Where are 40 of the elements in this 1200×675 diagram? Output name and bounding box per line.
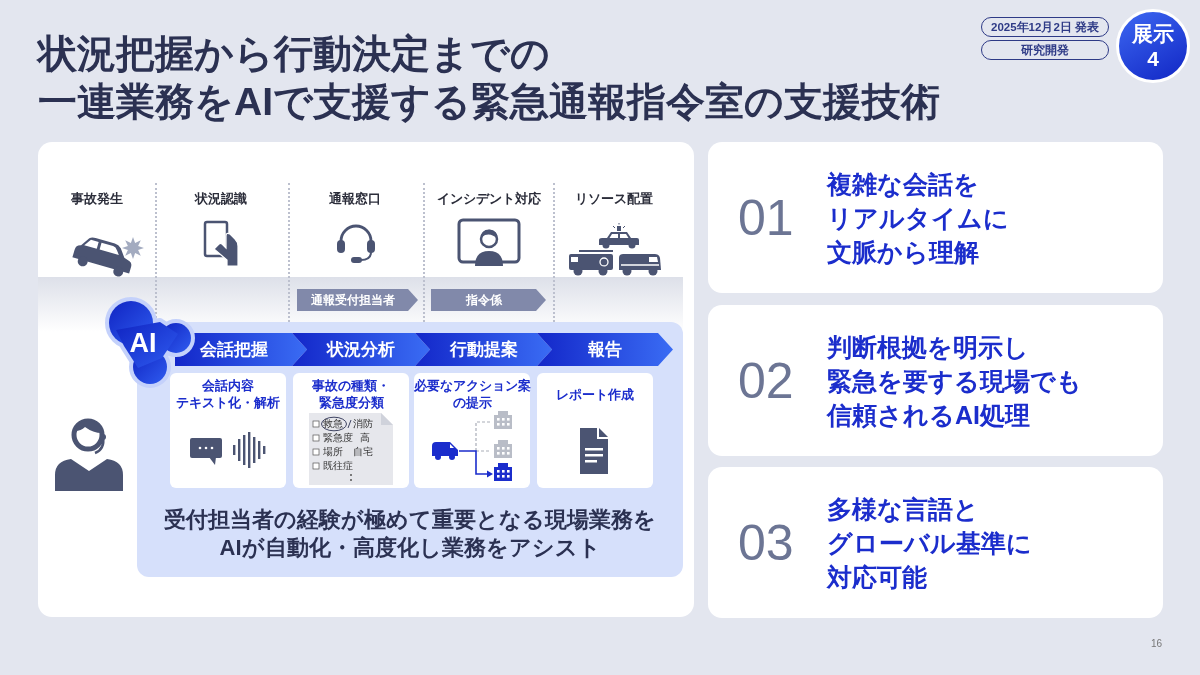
- function-card: [414, 373, 530, 488]
- card-title: 会話内容テキスト化・解析: [176, 378, 280, 412]
- column-heading: インシデント対応: [437, 191, 541, 207]
- number: 01: [738, 188, 794, 247]
- card-title: 必要なアクション案の提示: [413, 378, 531, 412]
- function-card: [537, 373, 653, 488]
- form-text: 場所: [323, 446, 343, 458]
- process-step: 状況分析: [292, 333, 430, 366]
- function-card: [293, 373, 409, 488]
- page-number: 16: [1151, 638, 1163, 650]
- column-heading: 通報窓口: [329, 191, 381, 207]
- feature-card: [708, 467, 1163, 618]
- role-tag: 通報受付担当者: [297, 289, 418, 311]
- column-heading: リソース配置: [575, 191, 653, 207]
- number: 02: [738, 351, 794, 410]
- role-tag: 指令係: [431, 289, 546, 311]
- form-text: 既往症: [323, 460, 353, 472]
- process-step: 行動提案: [415, 333, 552, 366]
- badge-number: 4: [1147, 46, 1159, 71]
- title: 状況把握から行動決定までの一連業務をAIで支援する緊急通報指令室の支援技術: [38, 31, 940, 125]
- column-heading: 事故発生: [71, 191, 123, 207]
- panel: [38, 142, 694, 617]
- summary-text: 受付担当者の経験が極めて重要となる現場業務をAIが自動化・高度化し業務をアシスト: [164, 506, 656, 562]
- number: 03: [738, 513, 794, 572]
- feature-text: 多様な言語とグローバル基準に対応可能: [827, 493, 1032, 593]
- column-heading: 状況認識: [195, 191, 247, 207]
- card-title: 事故の種類・緊急度分類: [312, 378, 390, 412]
- card-title: レポート作成: [556, 386, 634, 404]
- feature-text: 複雑な会話をリアルタイムに文脈から理解: [827, 168, 1009, 268]
- function-card: [170, 373, 286, 488]
- form-text: 自宅: [353, 446, 373, 458]
- form-text: 消防: [353, 418, 373, 430]
- form-text: 緊急度: [323, 432, 353, 444]
- process-step: 報告: [537, 333, 673, 366]
- form-text: 高: [360, 432, 370, 444]
- form-text: 救急: [323, 418, 343, 430]
- badge-label: 展示: [1132, 21, 1174, 46]
- feature-card: [708, 305, 1163, 456]
- feature-text: 判断根拠を明示し緊急を要する現場でも信頼されるAI処理: [827, 331, 1082, 431]
- feature-card: [708, 142, 1163, 293]
